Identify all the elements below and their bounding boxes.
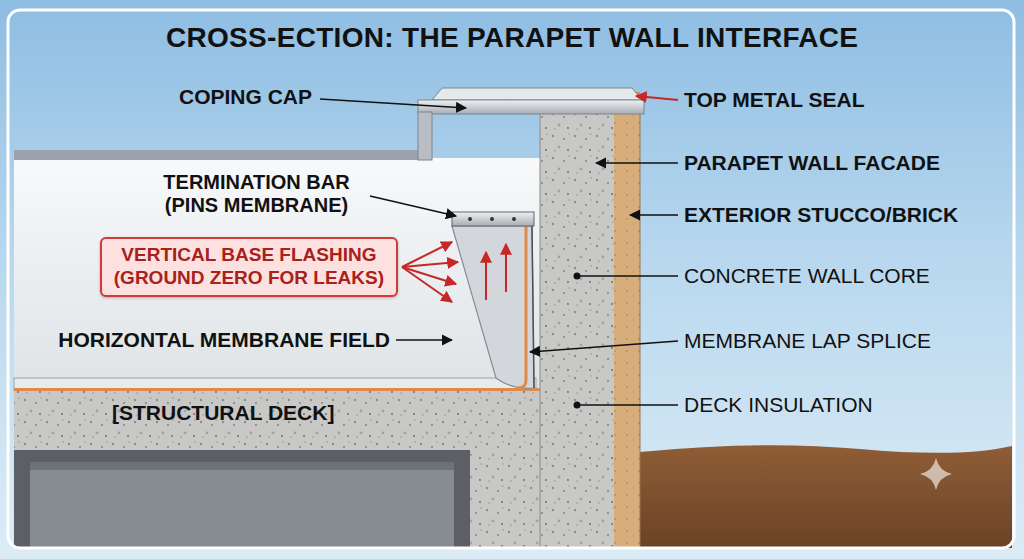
parapet-interior-panel	[14, 150, 540, 390]
part-label: TOP METAL SEAL	[684, 88, 864, 112]
callout-heading: VERTICAL BASE FLASHING	[114, 244, 384, 267]
leader-dots	[574, 273, 581, 409]
part-label: PARAPET WALL FACADE	[684, 151, 940, 175]
concrete-wall-core	[540, 100, 614, 548]
highlight-callout-box: VERTICAL BASE FLASHING(GROUND ZERO FOR L…	[100, 237, 398, 297]
part-label: COPING CAP	[179, 85, 312, 109]
leak-arrows	[402, 242, 506, 302]
diagram-title: CROSS-ECTION: THE PARAPET WALL INTERFACE	[166, 22, 858, 54]
coping-cap	[418, 88, 644, 160]
termination-bar	[452, 212, 534, 226]
part-label: MEMBRANE LAP SPLICE	[684, 329, 931, 353]
ground	[640, 445, 1012, 548]
frame-border	[8, 10, 1014, 548]
membrane	[14, 226, 540, 391]
part-label: DECK INSULATION	[684, 393, 873, 417]
structural-deck	[14, 390, 540, 548]
part-label: TERMINATION BAR (PINS MEMBRANE)	[149, 171, 364, 217]
sparkle-watermark	[920, 458, 952, 490]
part-label: CONCRETE WALL CORE	[684, 264, 930, 288]
part-label: HORIZONTAL MEMBRANE FIELD	[58, 328, 390, 352]
callout-subheading: (GROUND ZERO FOR LEAKS)	[114, 267, 384, 290]
part-label: [STRUCTURAL DECK]	[112, 401, 334, 425]
seal-arrow	[636, 96, 678, 100]
part-label: EXTERIOR STUCCO/BRICK	[684, 203, 958, 227]
exterior-stucco	[614, 92, 640, 548]
